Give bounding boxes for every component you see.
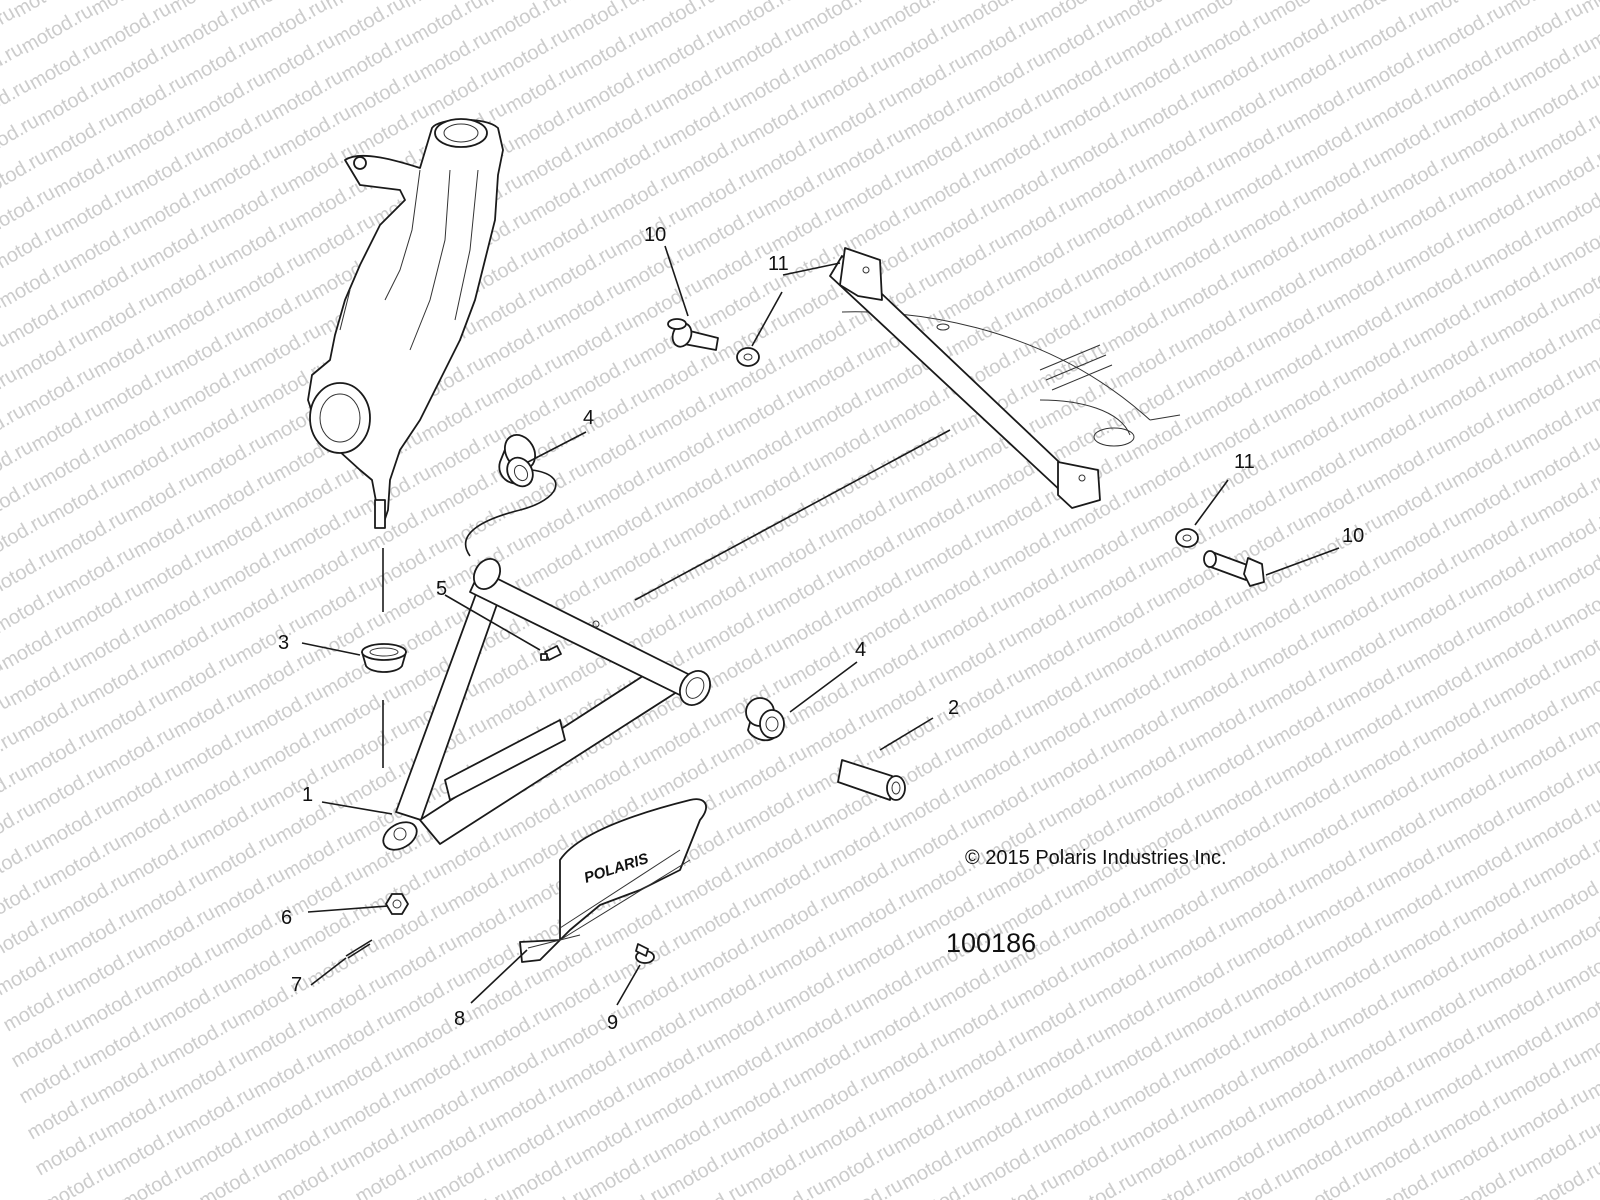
castle-nut bbox=[385, 893, 409, 915]
lower-a-arm bbox=[382, 558, 711, 851]
callout-8: 8 bbox=[454, 1008, 465, 1030]
guard-screw bbox=[635, 943, 655, 964]
callout-2: 2 bbox=[948, 697, 959, 719]
bolt-upper bbox=[667, 318, 719, 351]
frame-crossmember bbox=[829, 247, 1181, 509]
callout-5: 5 bbox=[436, 578, 447, 600]
callout-4-upper: 4 bbox=[583, 407, 594, 429]
callout-labels: 1 2 3 4 4 5 6 7 8 9 10 10 11 11 bbox=[278, 224, 1364, 1034]
callout-6: 6 bbox=[281, 907, 292, 929]
bolt-right bbox=[1203, 550, 1265, 587]
copyright-notice: © 2015 Polaris Industries Inc. bbox=[965, 847, 1227, 869]
a-arm-guard: POLARIS bbox=[519, 798, 707, 963]
callout-1: 1 bbox=[302, 784, 313, 806]
callout-11-upper: 11 bbox=[768, 253, 789, 275]
leader-lines bbox=[301, 245, 1340, 1006]
callout-10-upper: 10 bbox=[644, 224, 666, 246]
steering-knuckle bbox=[307, 118, 504, 529]
callout-11-right: 11 bbox=[1234, 451, 1255, 473]
callout-10-right: 10 bbox=[1342, 525, 1364, 547]
grease-fitting bbox=[540, 645, 562, 661]
callout-9: 9 bbox=[607, 1012, 618, 1034]
diagram-number: 100186 bbox=[946, 928, 1036, 958]
cotter-pin bbox=[345, 939, 373, 959]
callout-7: 7 bbox=[291, 974, 302, 996]
washer-upper bbox=[736, 347, 760, 367]
washer-right bbox=[1175, 528, 1199, 548]
bushing-lower bbox=[745, 697, 785, 742]
sleeve-tube bbox=[837, 759, 906, 801]
callout-4-lower: 4 bbox=[855, 639, 866, 661]
callout-3: 3 bbox=[278, 632, 289, 654]
bushing-upper bbox=[498, 434, 536, 488]
bearing-cup bbox=[361, 643, 407, 673]
